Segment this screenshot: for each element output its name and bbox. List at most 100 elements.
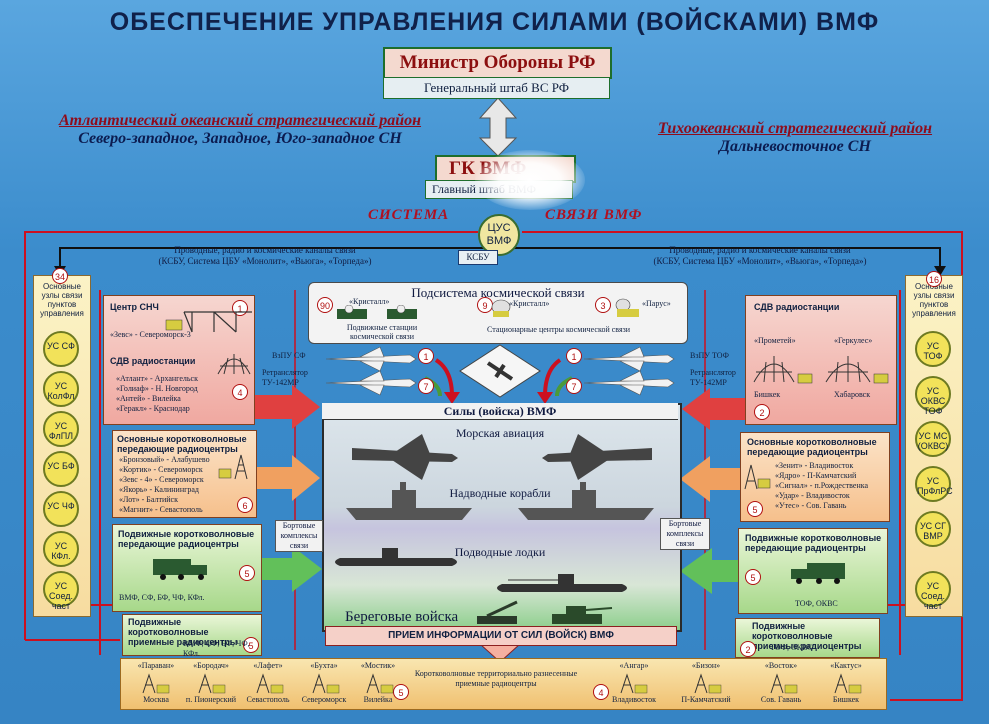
bottom-right-badge: 4 [593,684,609,700]
forces-header: Силы (войска) ВМФ [322,403,678,420]
bottom-left-badge: 5 [393,684,409,700]
mobile-space-stations-icon [337,305,417,319]
channels-right: Проводные, радио и космические каналы св… [615,245,905,267]
airplane-icon [325,346,675,396]
bottom-left-3-city: Североморск [301,695,347,704]
bottom-left-2-name: «Лафет» [253,661,283,670]
arrow-mob-right [680,548,745,594]
dish-icon-b [491,299,511,317]
channels-left: Проводные, радио и космические каналы св… [120,245,410,267]
space-caption-b: Стационарные центры космической связи [487,325,631,334]
mobrx-right-badge: 2 [740,641,756,657]
arrow-sdv-right [682,388,745,430]
sdv-right-item-0: «Прометей» [754,336,796,345]
coastal-troops-label: Береговые войска [345,609,459,625]
bottom-left-2-city: Севастополь [246,695,290,704]
node-us-okvs-tof: УС ОКВС ТОФ [915,376,951,416]
mobrx-left-caption: ВМФ, СФ, БФ, ЧФ, КФл. [183,639,250,658]
minister-box: Министр Обороны РФ [383,47,612,79]
node-us-sf: УС СФ [43,331,79,367]
kv-left-item-2: «Зевс - 4» - Североморск [119,475,204,484]
bottom-right-0-city: Владивосток [612,695,656,704]
lattice-tower-icon [217,354,251,375]
bottom-left-1-name: «Бородач» [193,661,229,670]
kv-left-item-0: «Бронзовый» - Алабушево [119,455,210,464]
pacific-region-title: Тихоокеанский стратегический район [657,120,933,137]
photo-glare [475,150,585,210]
arrow-mob-left [255,546,322,592]
sdv-left-item-1: «Голиаф» - Н. Новгород [116,384,198,393]
left-mobile-rx-box: Подвижные коротковолновые приемные радио… [122,614,262,658]
node-us-ms-okvs: УС МС (ОКВС) [915,421,951,457]
right-mobile-rx-box: Подвижные коротковолновые приемные радио… [735,618,880,658]
bottom-left-4-name: «Мостик» [360,661,396,670]
bottom-right-3-name: «Кактус» [830,661,862,670]
kv-right-item-3: «Удар» - Владивосток [775,491,850,500]
mobrx-left-title: Подвижные коротковолновые приемные радио… [128,617,238,647]
bottom-center-label: Коротковолновые территориально разнесенн… [414,669,578,688]
mobrx-left-badge: 5 [243,637,259,653]
node-us-flpl: УС ФлПЛ [43,411,79,447]
sdv-left-badge: 4 [232,384,248,400]
space-label-c: «Парус» [642,299,671,308]
space-badge-a: 90 [317,297,333,313]
sch-item: «Зевс» - Североморск-3 [110,330,191,339]
truck-right-icon [791,563,845,584]
right-sdv-box: СДВ радиостанции «Прометей» «Геркулес» Б… [745,295,897,425]
sdv-right-item-1: «Геркулес» [834,336,873,345]
node-us-chf: УС ЧФ [43,491,79,527]
submarines-label: Подводные лодки [454,545,546,559]
kv-right-item-4: «Утес» - Сов. Гавань [775,501,847,510]
space-comms-subsystem: Подсистема космической связи 90 «Кристал… [308,282,688,344]
bottom-right-2-city: Сов. Гавань [760,695,802,704]
mob-right-caption: ТОФ, ОКВС [795,599,838,608]
node-us-tof: УС ТОФ [915,331,951,367]
space-badge-c: 3 [595,297,611,313]
naval-aviation-label: Морская авиация [455,426,545,440]
kv-left-item-5: «Магнит» - Севастополь [119,505,203,514]
truck-icon [153,559,207,580]
right-nodes-column: Основные узлы связи пунктов управления У… [905,275,963,617]
submarine-icons [335,548,627,592]
mob-right-title: Подвижные коротковолновые передающие рад… [745,533,882,553]
sdv-right-city-1: Хабаровск [834,390,871,399]
atlantic-region: Атлантический океанский стратегический р… [15,112,465,148]
left-column-badge: 34 [52,268,68,284]
mob-right-badge: 5 [745,569,761,585]
channels-right-line2: (КСБУ, Система ЦБУ «Монолит», «Вьюга», «… [653,256,867,266]
cus-line1: ЦУС [487,222,511,234]
forces-silhouettes [335,434,654,624]
sdv-left-item-2: «Антей» - Вилейка [116,394,181,403]
space-label-a1: «Кристалл» [349,297,390,306]
onboard-comms-right: Бортовые комплексы связи [660,518,710,550]
coastal-icons [477,600,613,624]
aircraft-satellite-row [325,344,675,398]
bottom-left-4-city: Вилейка [363,695,393,704]
bottom-left-1-city: п. Пионерский [185,695,237,704]
pacific-region: Тихоокеанский стратегический район Дальн… [620,120,970,156]
kv-right-item-1: «Ядро» - П-Камчатский [775,471,857,480]
sdv-left-title: СДВ радиостанции [110,356,196,366]
kv-right-item-0: «Зенит» - Владивосток [775,461,854,470]
kv-right-tower-icon [744,464,771,490]
kv-tower-icon [218,454,248,480]
sdv-left-item-3: «Геракл» - Краснодар [116,404,190,413]
aircraft-icons [352,434,652,480]
right-kv-box: Основные коротковолновые передающие ради… [740,432,890,522]
bottom-right-1-city: П-Камчатский [681,695,731,704]
bottom-left-0-city: Москва [143,695,169,704]
onboard-comms-left: Бортовые комплексы связи [275,520,323,552]
node-us-bf: УС БФ [43,451,79,487]
kv-left-item-4: «Лот» - Балтийск [119,495,178,504]
dish-icon-c [615,298,639,317]
air-badge-l2: 7 [418,378,434,394]
bottom-right-1-name: «Бизон» [691,661,721,670]
sdv-right-city-0: Бишкек [754,390,781,399]
bottom-antenna-icons [142,673,862,694]
node-us-prflrs: УС ПрФлРС [915,466,953,502]
genstab-box: Генеральный штаб ВС РФ [383,77,610,99]
cus-vmf-node: ЦУС ВМФ [478,214,520,256]
right-column-badge: 16 [926,271,942,287]
